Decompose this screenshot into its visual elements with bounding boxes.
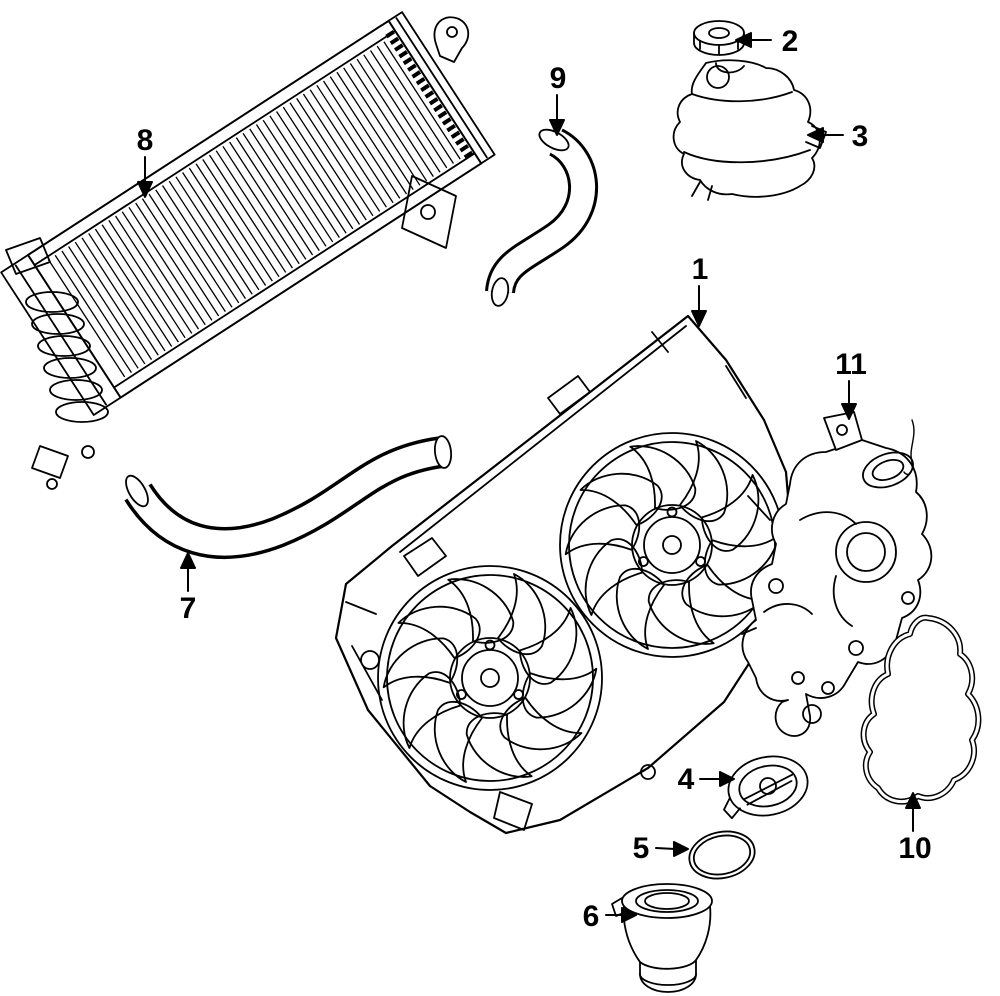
housing-flange xyxy=(835,521,897,583)
callout-10-arrow xyxy=(905,792,921,832)
thermostat-bridge xyxy=(723,773,794,820)
callout-4[interactable]: 4 xyxy=(678,763,735,796)
callout-7-label: 7 xyxy=(180,592,197,625)
thermostat-housing[interactable] xyxy=(741,411,933,737)
thermostat-pin xyxy=(759,777,777,795)
callout-9[interactable]: 9 xyxy=(549,62,567,136)
callout-10[interactable]: 10 xyxy=(898,792,932,865)
inlet-bore xyxy=(644,892,690,910)
radiator-core xyxy=(27,19,483,399)
callout-9-arrow xyxy=(549,94,565,136)
callout-2-label: 2 xyxy=(782,25,799,58)
radiator-right-tank xyxy=(387,11,496,165)
hose7-end-left xyxy=(125,474,149,508)
callout-3[interactable]: 3 xyxy=(807,120,869,153)
cap-top xyxy=(693,20,745,46)
reservoir-outline xyxy=(672,59,821,198)
callout-8-arrow xyxy=(137,156,153,198)
cap-center xyxy=(708,27,730,39)
callout-9-label: 9 xyxy=(550,62,567,95)
housing-casting-lines xyxy=(741,511,857,635)
callout-3-label: 3 xyxy=(852,120,869,153)
housing-flange-inner xyxy=(846,532,886,572)
radiator-left-bracket xyxy=(5,237,51,275)
thermostat-flange xyxy=(727,755,809,817)
callout-7-arrow xyxy=(180,552,196,592)
callout-11[interactable]: 11 xyxy=(835,348,867,420)
callout-5[interactable]: 5 xyxy=(633,832,689,865)
inlet-flange-inner xyxy=(635,889,699,913)
housing-upper-port-inner xyxy=(871,459,905,481)
housing-upper-port xyxy=(862,451,914,489)
shroud-details xyxy=(345,325,771,831)
inlet-body xyxy=(622,904,712,993)
cap-skirt xyxy=(693,32,745,56)
callout-1[interactable]: 1 xyxy=(691,253,709,327)
callout-7[interactable]: 7 xyxy=(180,552,197,625)
o-ring-inner xyxy=(692,834,752,876)
callout-11-label: 11 xyxy=(835,348,867,381)
callout-3-arrow xyxy=(807,127,844,143)
water-inlet-connector[interactable] xyxy=(611,883,713,993)
gasket-inner-line xyxy=(862,616,980,804)
o-ring-outer xyxy=(688,830,756,880)
callouts-layer: 1 2 3 4 5 6 7 xyxy=(137,25,932,933)
radiator-end-cells xyxy=(385,30,475,161)
radiator-neck-hole xyxy=(446,26,458,38)
callout-6-arrow xyxy=(605,907,637,923)
water-pump-gasket[interactable] xyxy=(860,614,982,805)
housing-tab-hole xyxy=(836,424,848,436)
housing-bolt-holes xyxy=(768,578,915,724)
thermostat-inner xyxy=(738,764,798,808)
callout-11-arrow xyxy=(841,380,857,420)
callout-4-label: 4 xyxy=(678,763,695,796)
hose9-end-bottom xyxy=(490,277,510,307)
reservoir-neck xyxy=(706,65,730,89)
hose7-body xyxy=(127,439,444,556)
thermostat-o-ring[interactable] xyxy=(685,826,759,885)
callout-2[interactable]: 2 xyxy=(735,25,799,58)
cap-knurl-ticks xyxy=(699,40,739,55)
radiator-fin-pattern xyxy=(47,41,462,378)
callout-5-label: 5 xyxy=(633,832,650,865)
callout-1-label: 1 xyxy=(692,253,709,286)
callout-4-arrow xyxy=(699,771,735,787)
radiator-right-bracket xyxy=(401,175,457,249)
callout-6-label: 6 xyxy=(583,900,600,933)
callout-8-label: 8 xyxy=(137,124,154,157)
hose7-end-right xyxy=(433,435,453,469)
callout-10-label: 10 xyxy=(898,832,931,865)
radiator-filler-neck xyxy=(433,16,470,63)
housing-outline xyxy=(741,439,933,737)
housing-top-tab xyxy=(823,411,863,451)
radiator-header-lines xyxy=(33,29,476,389)
fan-shroud-assembly[interactable] xyxy=(334,314,794,835)
lower-radiator-hose[interactable] xyxy=(122,435,453,559)
upper-radiator-hose[interactable] xyxy=(485,125,598,307)
callout-2-arrow xyxy=(735,32,772,48)
coolant-reservoir[interactable] xyxy=(672,59,827,201)
reservoir-cap[interactable] xyxy=(693,20,745,56)
hose9-body xyxy=(488,131,595,294)
callout-8[interactable]: 8 xyxy=(137,124,154,198)
thermostat[interactable] xyxy=(715,749,813,824)
callout-1-arrow xyxy=(691,285,707,327)
callout-5-arrow xyxy=(655,841,689,857)
radiator-drain-petcock xyxy=(31,445,95,490)
callout-6[interactable]: 6 xyxy=(583,900,637,933)
radiator[interactable] xyxy=(0,11,496,490)
radiator-coil-spring xyxy=(25,291,109,423)
